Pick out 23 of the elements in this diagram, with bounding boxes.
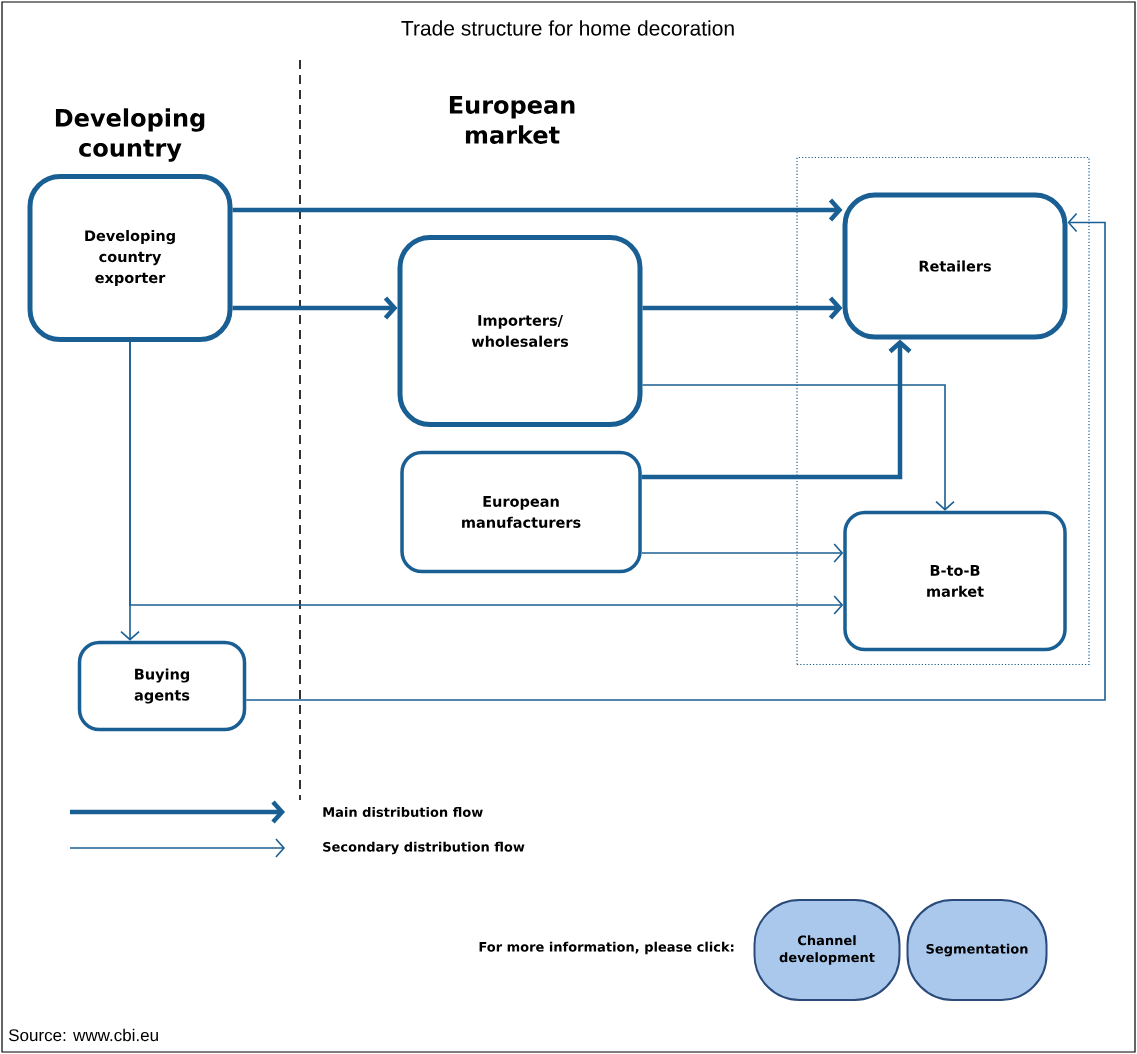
arrow (641, 384, 955, 511)
link-button: Segmentation (906, 899, 1048, 1001)
process-box: Buying agents (77, 640, 247, 732)
arrow (232, 198, 843, 222)
column-heading: European market (449, 96, 575, 144)
process-box: European manufacturers (400, 450, 642, 574)
legend-text: Secondary distribution flow (323, 841, 525, 855)
process-box: Importers/ wholesalers (397, 235, 643, 427)
diagram-title: Trade structure for home decoration (401, 20, 734, 36)
arrow (245, 212, 1106, 701)
arrow (129, 341, 844, 615)
group-frame (796, 156, 1090, 666)
prompt-text: For more information, please click: (479, 941, 734, 955)
source-note: Source: www.cbi.eu (9, 1028, 158, 1042)
process-box: B-to-B market (843, 510, 1067, 652)
arrow (640, 543, 844, 563)
arrow (232, 296, 398, 320)
process-box: Developing country exporter (27, 174, 233, 342)
legend-text: Main distribution flow (323, 806, 483, 818)
link-button: Channel development (753, 899, 901, 1001)
arrow (641, 339, 912, 480)
arrow (642, 296, 843, 320)
process-box: Retailers (842, 192, 1068, 340)
